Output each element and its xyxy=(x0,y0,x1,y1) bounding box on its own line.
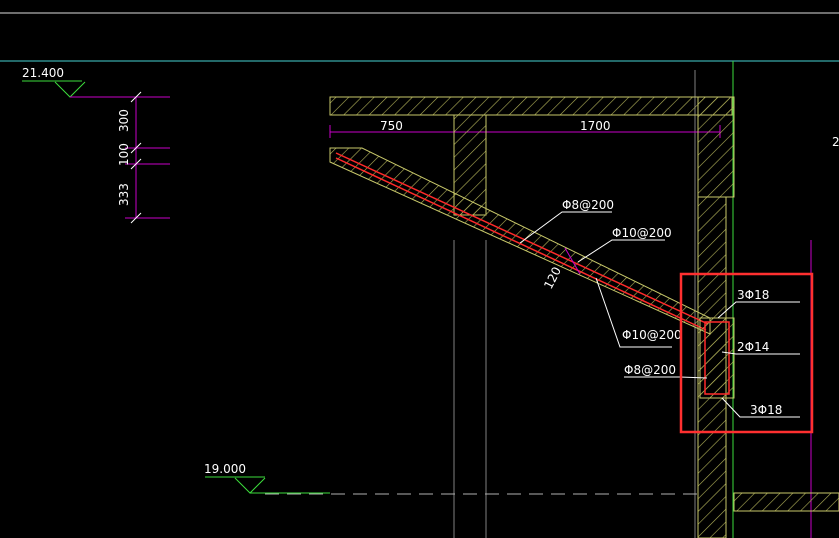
edge-label: 2 xyxy=(832,135,839,149)
dim-333: 333 xyxy=(117,183,131,206)
beam-stirrup xyxy=(704,321,730,395)
label-beam-middle: 2Φ14 xyxy=(737,340,769,354)
rebar-leaders xyxy=(519,211,800,418)
label-slab-bottom: Φ10@200 xyxy=(622,328,682,342)
slab-rebar xyxy=(335,152,709,331)
label-beam-bottom: 3Φ18 xyxy=(750,403,782,417)
roof-slab xyxy=(329,96,733,116)
dim-100: 100 xyxy=(117,143,131,166)
elevation-marker-top: 21.400 xyxy=(22,66,170,98)
dim-120: 120 xyxy=(541,265,564,292)
vertical-dimension xyxy=(125,91,170,224)
lower-right-slab xyxy=(733,492,839,512)
label-slab-top: Φ8@200 xyxy=(562,198,614,212)
label-slab-right: Φ10@200 xyxy=(612,226,672,240)
elevation-top-label: 21.400 xyxy=(22,66,64,80)
slab-thickness-dimension xyxy=(564,247,581,275)
dim-1700: 1700 xyxy=(580,119,611,133)
highlight-box xyxy=(679,272,814,434)
label-beam-top: 3Φ18 xyxy=(737,288,769,302)
elevation-bottom-label: 19.000 xyxy=(204,462,246,476)
dim-300: 300 xyxy=(117,109,131,132)
dim-750: 750 xyxy=(380,119,403,133)
label-beam-stirrup: Φ8@200 xyxy=(624,363,676,377)
elevation-marker-bottom: 19.000 xyxy=(204,462,330,494)
